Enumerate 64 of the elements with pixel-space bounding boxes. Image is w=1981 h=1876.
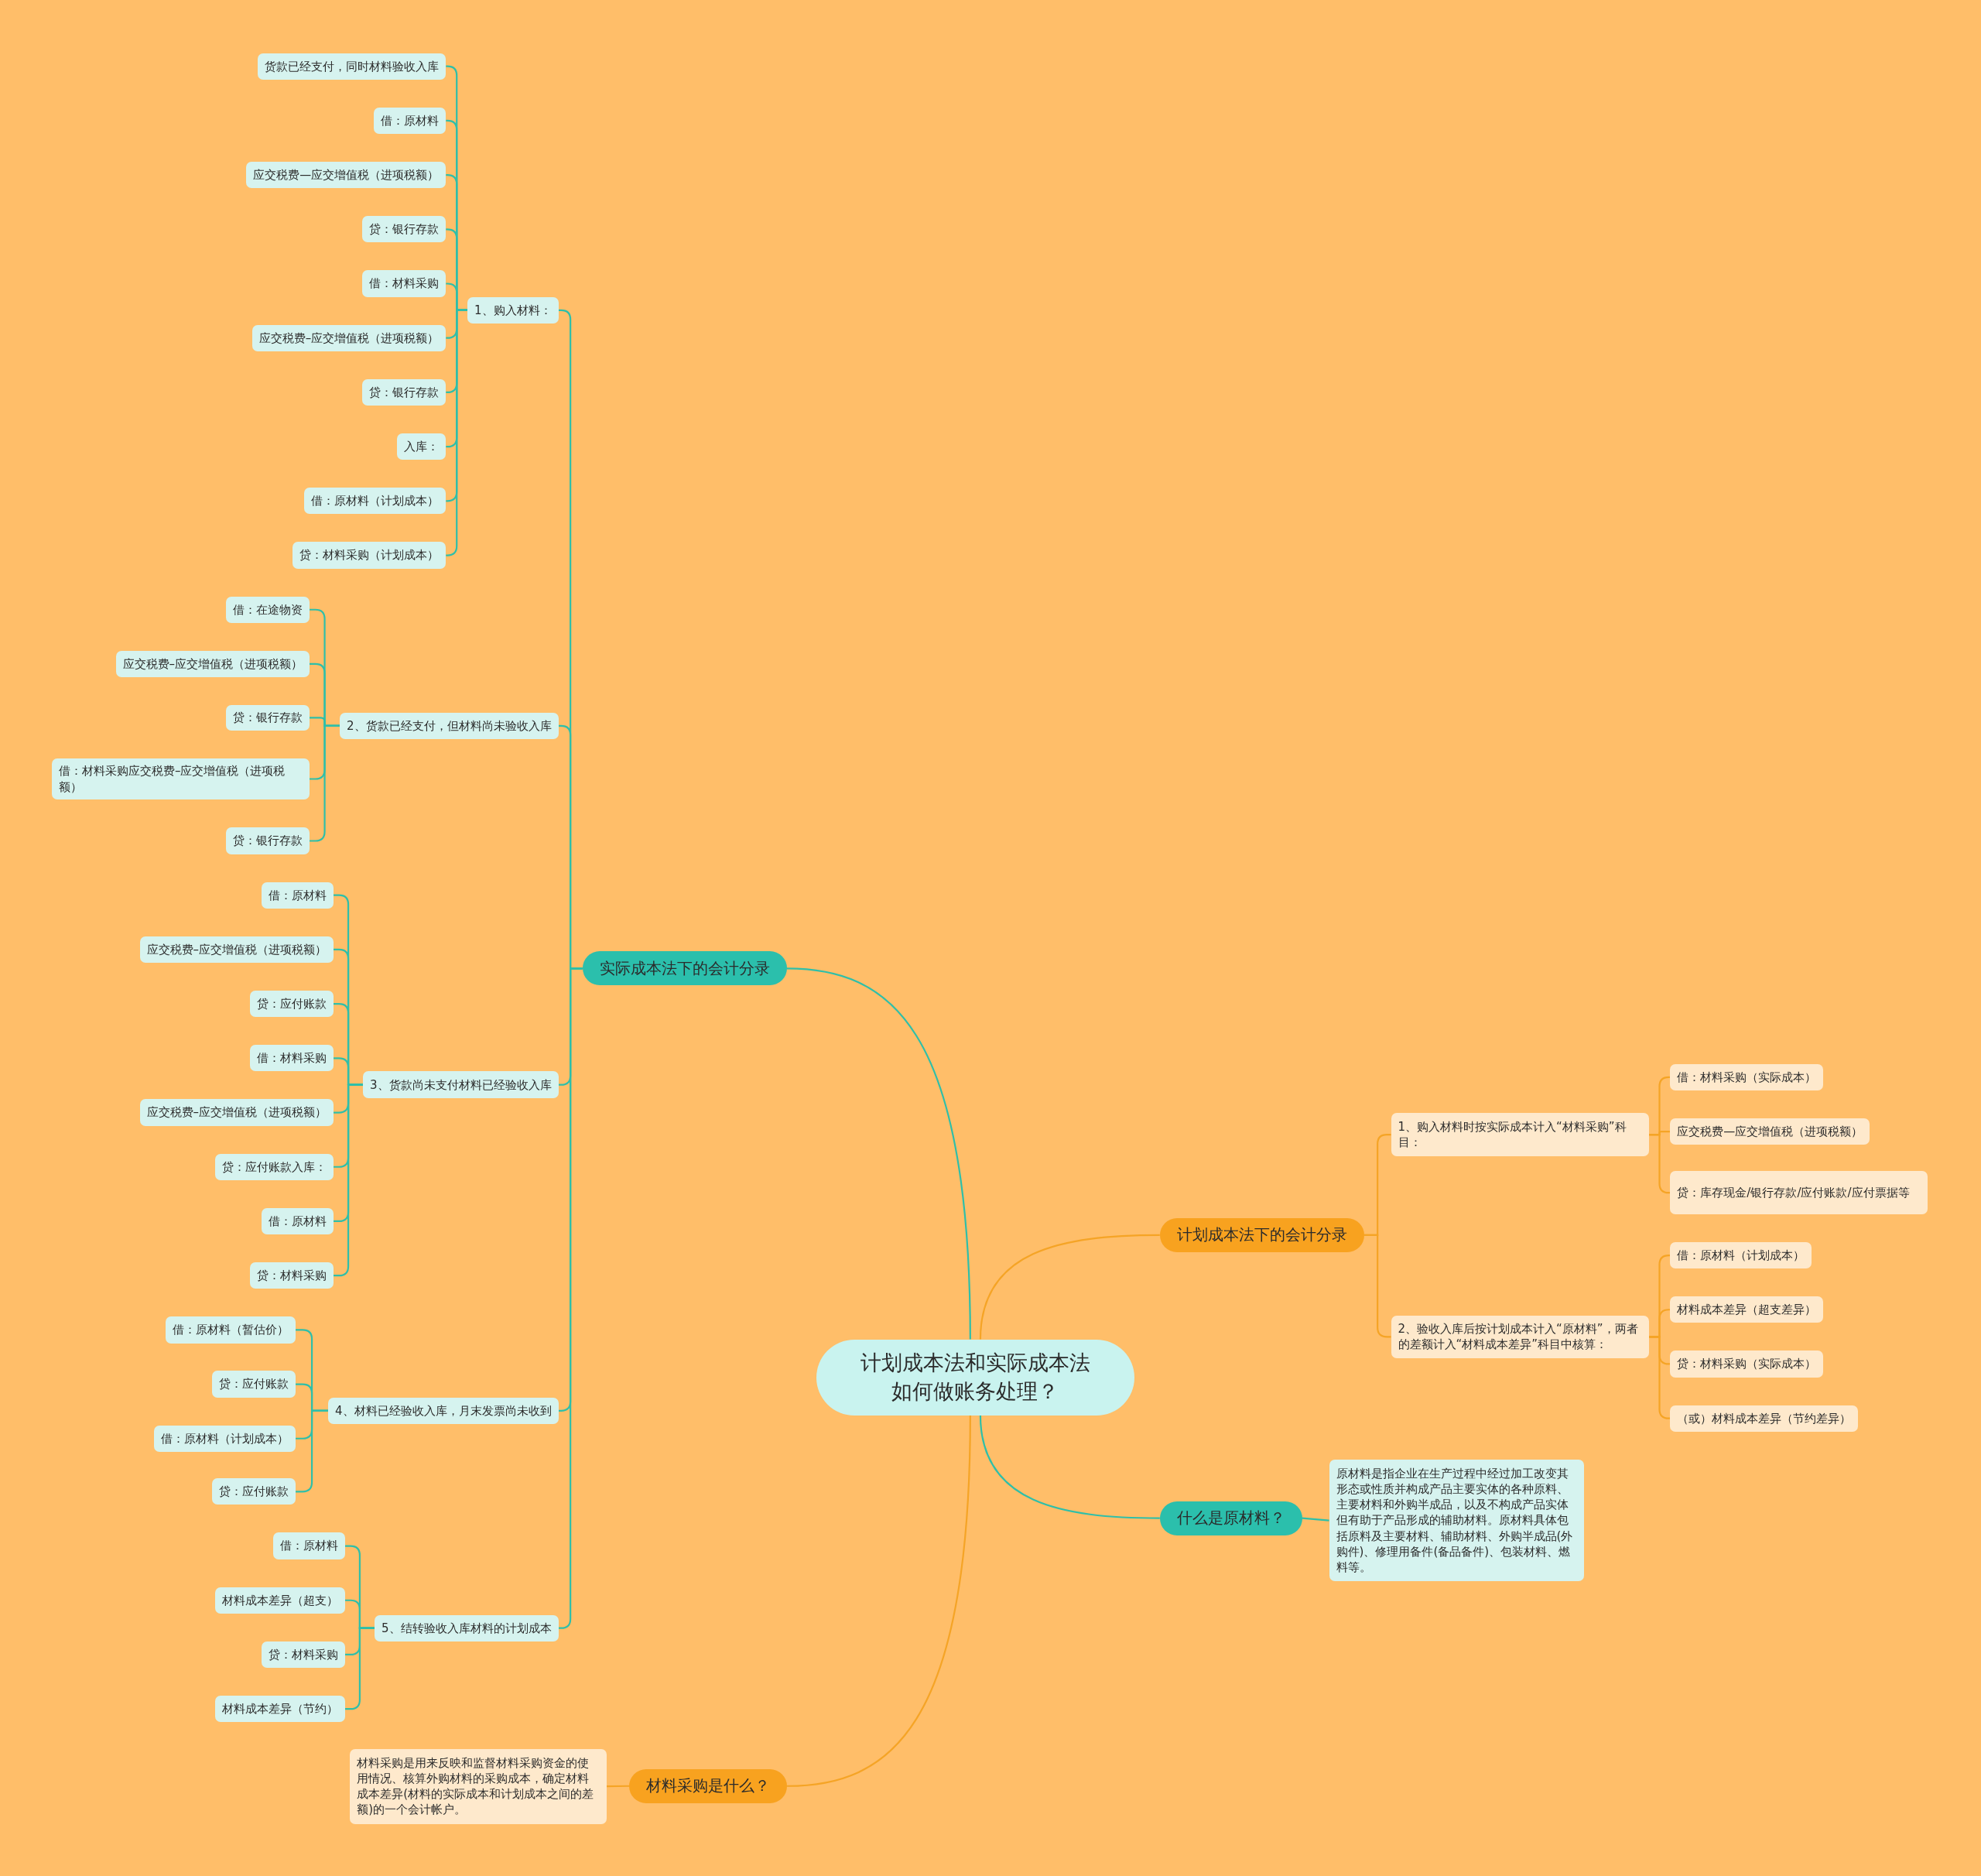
leaf-box: 贷：材料采购: [250, 1262, 334, 1289]
connector-line: [979, 1415, 1160, 1519]
connector-line: [1648, 1134, 1671, 1194]
leaf-box: 贷：材料采购: [261, 1641, 345, 1669]
leaf-box: 借：原材料: [262, 882, 334, 909]
leaf-box: 借：原材料（暂估价）: [166, 1316, 296, 1344]
leaf-box: 借：材料采购: [250, 1045, 334, 1072]
connector-line: [786, 967, 971, 1340]
leaf-box: 贷：库存现金/银行存款/应付账款/应付票据等: [1670, 1171, 1928, 1214]
leaf-box: 贷：应付账款: [212, 1478, 296, 1505]
leaf-box: 贷：材料采购（计划成本）: [293, 542, 446, 569]
subtopic-box: 5、结转验收入库材料的计划成本: [375, 1614, 559, 1642]
leaf-box: 贷：材料采购（实际成本）: [1670, 1351, 1824, 1378]
leaf-box: 应交税费—应交增值税（进项税额）: [246, 161, 446, 189]
leaf-box: 借：原材料: [374, 107, 446, 135]
leaf-box: 借：原材料（计划成本）: [1670, 1241, 1812, 1269]
branch-topic-pill: 材料采购是什么？: [629, 1768, 788, 1803]
leaf-box: （或）材料成本差异（节约差异）: [1670, 1405, 1859, 1432]
leaf-box: 材料成本差异（超支）: [214, 1587, 345, 1614]
leaf-box: 贷：银行存款: [226, 827, 310, 854]
leaf-box: 借：材料采购应交税费–应交增值税（进项税额）: [51, 758, 310, 800]
description-box: 材料采购是用来反映和监督材料采购资金的使用情况、核算外购材料的采购成本，确定材料成本差异(材料的实际成本和计划成本之间的差额)的一个会计帐户。: [350, 1748, 607, 1824]
leaf-box: 应交税费–应交增值税（进项税额）: [115, 650, 310, 678]
connector-line: [446, 309, 468, 556]
description-box: 原材料是指企业在生产过程中经过加工改变其形态或性质并构成产品主要实体的各种原料、主要材料和外购半成品，以及不构成产品实体但有助于产品形成的辅助材料。原材料具体包括原料及主要材料、辅助材料、外购半成品(外购件)、修理用备件(备品备件)、包装材料、燃料等。: [1329, 1459, 1585, 1582]
subtopic-box: 2、验收入库后按计划成本计入“原材料”，两者的差额计入“材料成本差异”科目中核算：: [1391, 1315, 1649, 1359]
leaf-box: 借：原材料（计划成本）: [304, 488, 446, 515]
leaf-box: 货款已经支付，同时材料验收入库: [258, 53, 446, 80]
central-topic-box: 计划成本法和实际成本法如何做账务处理？: [816, 1339, 1135, 1416]
leaf-box: 借：材料采购（实际成本）: [1670, 1063, 1824, 1090]
connector-line: [344, 1627, 375, 1710]
branch-topic-pill: 计划成本法下的会计分录: [1159, 1217, 1364, 1252]
subtopic-box: 3、货款尚未支付材料已经验收入库: [363, 1071, 559, 1098]
leaf-box: 应交税费–应交增值税（进项税额）: [139, 936, 334, 964]
subtopic-box: 1、购入材料：: [467, 296, 559, 324]
leaf-box: 借：原材料（计划成本）: [154, 1425, 296, 1452]
leaf-box: 应交税费–应交增值税（进项税额）: [139, 1099, 334, 1126]
leaf-box: 应交税费–应交增值税（进项税额）: [251, 324, 446, 351]
connector-line: [334, 1083, 364, 1277]
leaf-box: 应交税费—应交增值税（进项税额）: [1670, 1118, 1870, 1145]
branch-topic-pill: 什么是原材料？: [1159, 1501, 1302, 1535]
leaf-box: 材料成本差异（节约）: [214, 1696, 345, 1723]
connector-line: [1302, 1517, 1329, 1522]
leaf-box: 借：原材料: [272, 1532, 345, 1559]
connector-line: [296, 1409, 329, 1493]
leaf-box: 贷：应付账款: [212, 1371, 296, 1398]
connector-line: [787, 1415, 971, 1787]
leaf-box: 贷：银行存款: [362, 378, 446, 406]
connector-line: [310, 724, 340, 842]
leaf-box: 借：原材料: [262, 1207, 334, 1235]
leaf-box: 贷：应付账款入库：: [215, 1153, 334, 1180]
connector-line: [606, 1785, 630, 1788]
leaf-box: 借：在途物资: [226, 596, 310, 623]
branch-topic-pill: 实际成本法下的会计分录: [582, 951, 787, 986]
subtopic-box: 2、货款已经支付，但材料尚未验收入库: [340, 712, 559, 740]
leaf-box: 贷：银行存款: [226, 705, 310, 731]
subtopic-box: 4、材料已经验收入库，月末发票尚未收到: [328, 1397, 559, 1424]
leaf-box: 借：材料采购: [362, 270, 446, 297]
leaf-box: 入库：: [397, 433, 446, 460]
leaf-box: 材料成本差异（超支差异）: [1670, 1296, 1824, 1323]
subtopic-box: 1、购入材料时按实际成本计入“材料采购”科目：: [1391, 1113, 1649, 1156]
leaf-box: 贷：银行存款: [362, 216, 446, 243]
leaf-box: 贷：应付账款: [250, 991, 334, 1018]
connector-line: [979, 1234, 1160, 1340]
